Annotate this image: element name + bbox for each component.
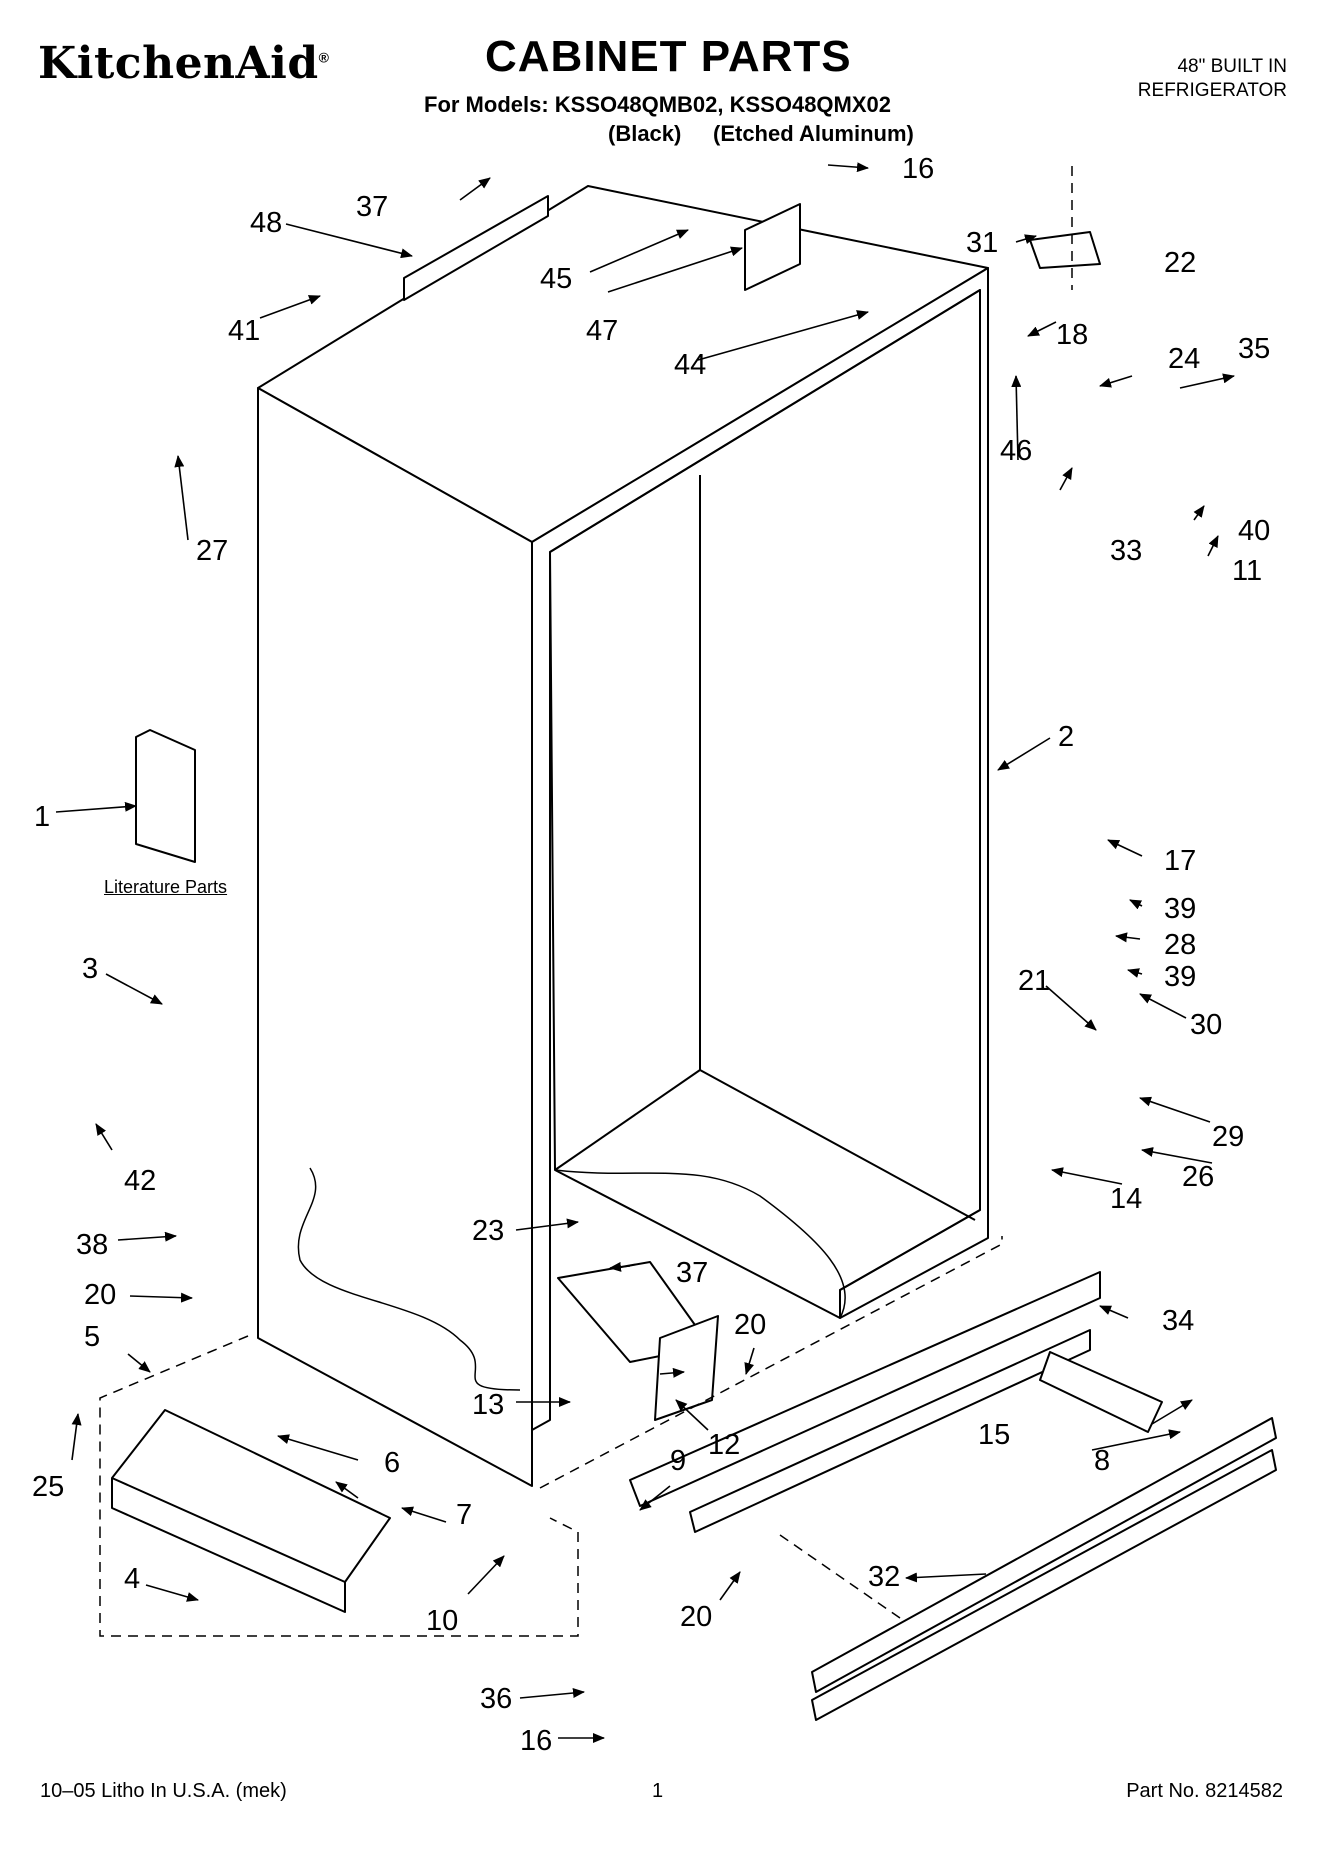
callout-arrows bbox=[55, 162, 1235, 1743]
registered-mark: ® bbox=[318, 49, 330, 66]
literature-parts-label: Literature Parts bbox=[104, 877, 228, 897]
callout-4: 4 bbox=[124, 1563, 140, 1595]
callout-16-top: 16 bbox=[902, 153, 934, 185]
callout-17: 17 bbox=[1164, 845, 1196, 877]
cabinet-body bbox=[111, 185, 1277, 1721]
callout-14: 14 bbox=[1110, 1183, 1142, 1215]
callout-35: 35 bbox=[1238, 333, 1270, 365]
callout-22: 22 bbox=[1164, 247, 1196, 279]
assembly-lines bbox=[99, 166, 1073, 1637]
callout-45: 45 bbox=[540, 263, 572, 295]
callout-33: 33 bbox=[1110, 535, 1142, 567]
callout-2: 2 bbox=[1058, 721, 1074, 753]
variant-black: (Black) bbox=[608, 121, 682, 146]
callout-5: 5 bbox=[84, 1321, 100, 1353]
page-title: CABINET PARTS bbox=[485, 32, 852, 81]
callout-39-b: 39 bbox=[1164, 961, 1196, 993]
callout-25: 25 bbox=[32, 1471, 64, 1503]
footer-litho: 10–05 Litho In U.S.A. (mek) bbox=[40, 1780, 287, 1802]
callout-11: 11 bbox=[1232, 555, 1262, 587]
product-type-line2: REFRIGERATOR bbox=[1137, 80, 1287, 101]
callout-42: 42 bbox=[124, 1165, 156, 1197]
footer-part-number: Part No. 8214582 bbox=[1126, 1780, 1283, 1802]
callout-20-bottom: 20 bbox=[680, 1601, 712, 1633]
callout-18: 18 bbox=[1056, 319, 1088, 351]
callout-26: 26 bbox=[1182, 1161, 1214, 1193]
callout-13: 13 bbox=[472, 1389, 504, 1421]
callout-28: 28 bbox=[1164, 929, 1196, 961]
callout-44: 44 bbox=[674, 349, 706, 381]
callout-24: 24 bbox=[1168, 343, 1200, 375]
callout-12: 12 bbox=[708, 1429, 740, 1461]
callout-40: 40 bbox=[1238, 515, 1270, 547]
callout-37-top: 37 bbox=[356, 191, 388, 223]
callout-36: 36 bbox=[480, 1683, 512, 1715]
callout-38: 38 bbox=[76, 1229, 108, 1261]
callout-31: 31 bbox=[966, 227, 998, 259]
brand-name: KitchenAid bbox=[38, 38, 319, 89]
callout-20-mid: 20 bbox=[734, 1309, 766, 1341]
callout-16-bottom: 16 bbox=[520, 1725, 552, 1757]
models-line: For Models: KSSO48QMB02, KSSO48QMX02 bbox=[424, 92, 892, 117]
callout-7: 7 bbox=[456, 1499, 472, 1531]
callout-48: 48 bbox=[250, 207, 282, 239]
callout-23: 23 bbox=[472, 1215, 504, 1247]
footer-page-number: 1 bbox=[652, 1780, 664, 1802]
callout-29: 29 bbox=[1212, 1121, 1244, 1153]
callout-37-mid: 37 bbox=[676, 1257, 708, 1289]
callout-1: 1 bbox=[34, 801, 50, 833]
callout-47: 47 bbox=[586, 315, 618, 347]
callout-15: 15 bbox=[978, 1419, 1010, 1451]
callout-39-a: 39 bbox=[1164, 893, 1196, 925]
callout-32: 32 bbox=[868, 1561, 900, 1593]
brand-logo: KitchenAid® bbox=[38, 38, 330, 89]
callout-3: 3 bbox=[82, 953, 98, 985]
callout-10: 10 bbox=[426, 1605, 458, 1637]
callout-6: 6 bbox=[384, 1447, 400, 1479]
callout-8: 8 bbox=[1094, 1445, 1110, 1477]
callout-27: 27 bbox=[196, 535, 228, 567]
variant-etched-aluminum: (Etched Aluminum) bbox=[713, 121, 914, 146]
callout-21: 21 bbox=[1018, 965, 1050, 997]
callout-20-left: 20 bbox=[84, 1279, 116, 1311]
callout-34: 34 bbox=[1162, 1305, 1194, 1337]
product-type-line1: 48" BUILT IN bbox=[1177, 56, 1287, 77]
callout-labels: 37 48 41 16 45 47 44 31 22 18 24 35 46 3… bbox=[32, 153, 1270, 1757]
callout-30: 30 bbox=[1190, 1009, 1222, 1041]
callout-41: 41 bbox=[228, 315, 260, 347]
callout-9: 9 bbox=[670, 1445, 686, 1477]
callout-46: 46 bbox=[1000, 435, 1032, 467]
